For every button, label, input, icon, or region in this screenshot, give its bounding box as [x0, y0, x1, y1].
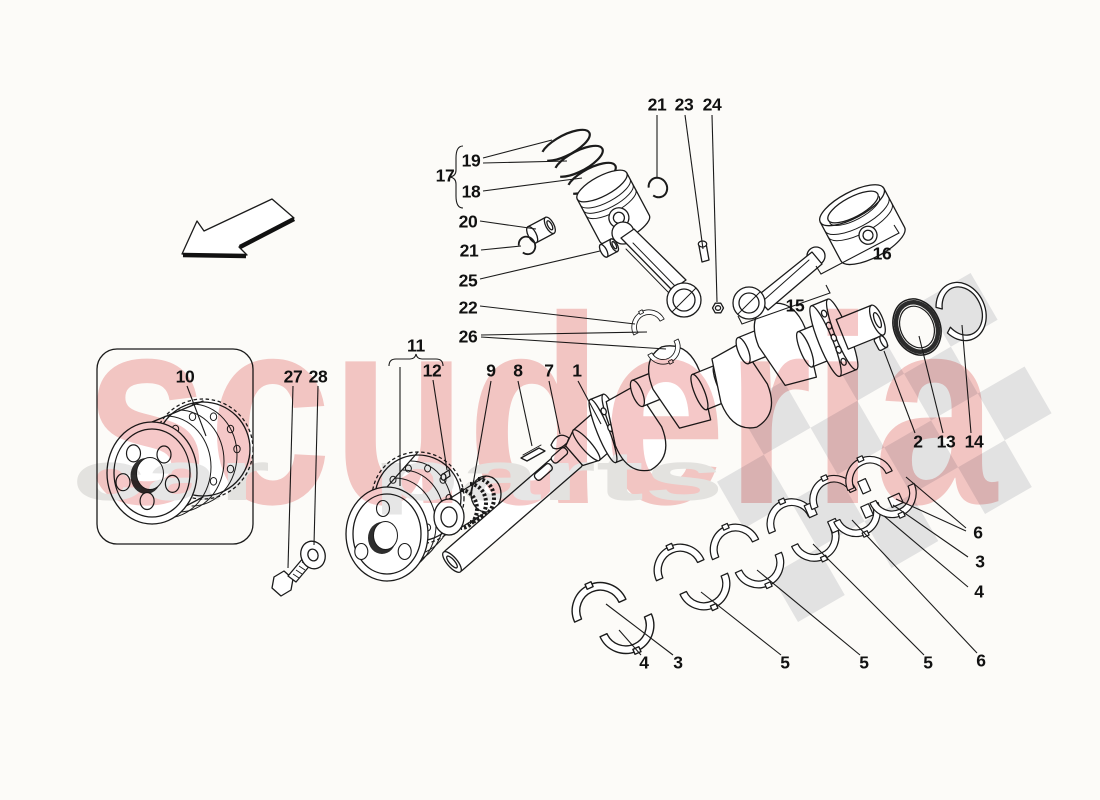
washer-28	[300, 540, 326, 570]
bracket-16	[815, 224, 900, 275]
seal-ring-14	[935, 281, 987, 342]
rod-bearing-shell-22	[624, 302, 665, 336]
bracket-15	[737, 284, 831, 325]
sprocket-9	[433, 475, 502, 536]
connecting-rod-15	[732, 246, 826, 320]
key-8	[520, 444, 546, 462]
main-bearing-pair-1	[561, 570, 665, 666]
pin-12	[440, 469, 451, 481]
rod-nut-24	[711, 302, 725, 314]
circlip-21-left	[517, 235, 537, 256]
main-bearing-pair-5-thrust	[800, 465, 890, 547]
main-bearing-pair-6-thrust	[836, 446, 926, 528]
leader-lines	[186, 114, 978, 656]
piston-16	[819, 184, 906, 266]
brace-11	[388, 353, 444, 367]
pulley-10	[106, 398, 254, 525]
seal-ring-13	[892, 298, 942, 356]
circlip-21-top	[647, 176, 669, 199]
main-bearing-pair-2	[644, 533, 740, 621]
inset-box	[96, 348, 254, 545]
rod-bolt-23	[697, 240, 710, 263]
connecting-rod-left	[611, 221, 702, 318]
plug-2	[873, 334, 889, 352]
wrist-pin-20	[526, 216, 556, 244]
direction-arrow	[181, 198, 296, 259]
bushing-25	[598, 238, 620, 258]
brace-17	[449, 145, 464, 209]
